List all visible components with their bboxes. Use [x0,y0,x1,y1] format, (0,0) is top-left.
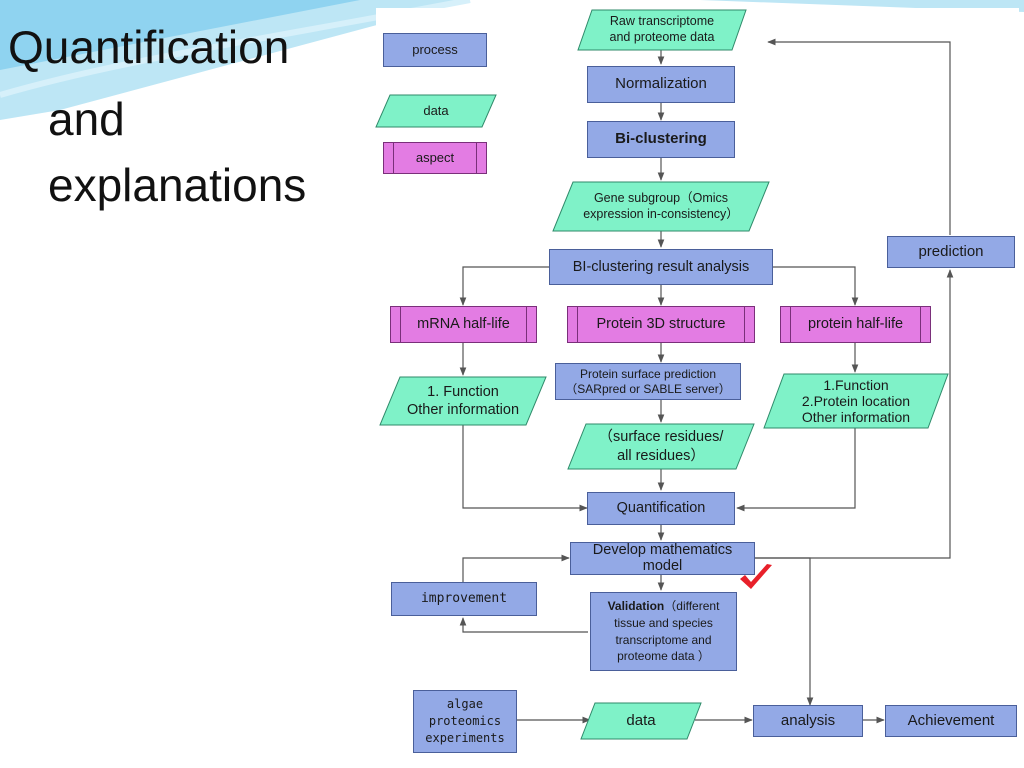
legend-data: data [375,94,497,128]
improvement-node: improvement [391,582,537,616]
legend-aspect: aspect [383,142,487,174]
slide-title-line-1: Quantification [8,21,290,73]
analysis-node: analysis [753,705,863,737]
mrna-halflife-node: mRNA half-life [390,306,537,343]
protein-3d-structure-node: Protein 3D structure [567,306,755,343]
biclustering-analysis-node: BI-clustering result analysis [549,249,773,285]
quantification-node: Quantification [587,492,735,525]
surface-prediction-node: Protein surface prediction（SARpred or SA… [555,363,741,400]
achievement-node: Achievement [885,705,1017,737]
slide-title-line-3: explanations [48,159,307,211]
slide-title-line-2: and [48,93,125,145]
normalization-node: Normalization [587,66,735,103]
biclustering-node: Bi-clustering [587,121,735,158]
legend-process: process [383,33,487,67]
checkmark-icon [740,564,772,589]
bottom-data-node: data [580,702,702,740]
protein-halflife-node: protein half-life [780,306,931,343]
surface-residues-data-node: （surface residues/all residues） [567,423,755,470]
prediction-node: prediction [887,236,1015,268]
